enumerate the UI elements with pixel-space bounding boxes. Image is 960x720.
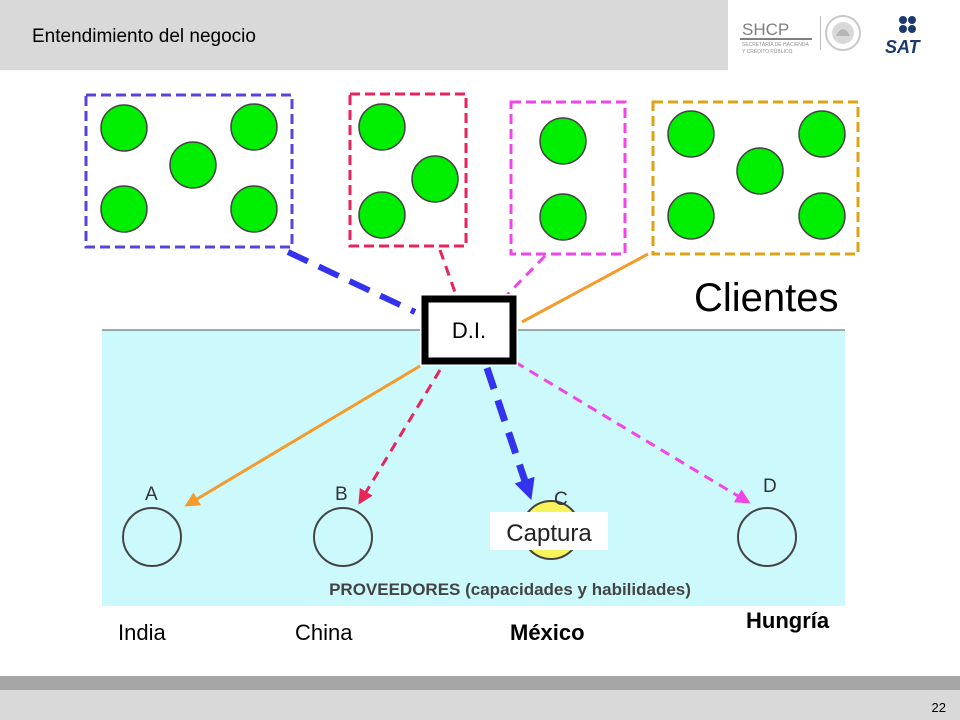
sat-logo-icon bbox=[899, 16, 916, 33]
arrow-to-b bbox=[358, 369, 442, 505]
connector-blue-group bbox=[286, 249, 417, 315]
clientes-label: Clientes bbox=[694, 276, 839, 320]
logo-divider bbox=[820, 16, 821, 50]
client-node bbox=[169, 141, 217, 189]
supplier-letter-a: A bbox=[145, 484, 158, 505]
hub-label: D.I. bbox=[452, 318, 486, 343]
sat-logo-text: SAT bbox=[885, 37, 922, 57]
arrow-to-c bbox=[483, 366, 535, 500]
shcp-line2: Y CRÉDITO PÚBLICO bbox=[742, 48, 792, 55]
footer-bar bbox=[0, 690, 960, 720]
page-number: 22 bbox=[931, 700, 946, 715]
client-node bbox=[667, 192, 715, 240]
capture-box bbox=[490, 512, 608, 550]
connector-gold-group bbox=[521, 252, 649, 324]
country-label-hungria: Hungría bbox=[746, 608, 830, 633]
client-node bbox=[358, 191, 406, 239]
supplier-letter-d: D bbox=[763, 476, 777, 497]
header-bar bbox=[0, 0, 728, 70]
client-node bbox=[667, 110, 715, 158]
supplier-letter-c: C bbox=[554, 489, 568, 510]
client-node bbox=[100, 104, 148, 152]
country-label-mexico: México bbox=[510, 620, 585, 645]
page-title: Entendimiento del negocio bbox=[32, 26, 256, 47]
country-label-china: China bbox=[295, 620, 353, 645]
client-nodes bbox=[100, 103, 846, 241]
connector-red-group bbox=[438, 249, 458, 296]
client-node bbox=[411, 155, 459, 203]
country-label-india: India bbox=[118, 620, 166, 645]
arrow-to-a bbox=[184, 364, 421, 507]
shcp-line1: SECRETARÍA DE HACIENDA bbox=[742, 41, 810, 48]
supplier-letter-b: B bbox=[335, 484, 348, 505]
capture-label: Captura bbox=[506, 520, 592, 547]
supplier-d-node bbox=[737, 507, 797, 567]
supplier-b-node bbox=[313, 507, 373, 567]
client-node bbox=[539, 193, 587, 241]
client-node bbox=[100, 185, 148, 233]
suppliers-area bbox=[102, 330, 845, 606]
client-node bbox=[539, 117, 587, 165]
logos-svg: SHCP SECRETARÍA DE HACIENDA Y CRÉDITO PÚ… bbox=[740, 15, 922, 57]
supplier-a-node bbox=[122, 507, 182, 567]
shcp-rule bbox=[740, 38, 812, 40]
hub-box bbox=[421, 295, 517, 365]
client-node bbox=[736, 147, 784, 195]
client-node bbox=[798, 110, 846, 158]
arrow-to-d bbox=[514, 360, 751, 504]
shcp-logo-text: SHCP bbox=[742, 20, 789, 39]
client-node bbox=[230, 185, 278, 233]
connector-magenta-group bbox=[505, 254, 547, 297]
suppliers-label: PROVEEDORES (capacidades y habilidades) bbox=[329, 580, 691, 599]
logo-area: SHCP SECRETARÍA DE HACIENDA Y CRÉDITO PÚ… bbox=[728, 0, 960, 70]
client-node bbox=[358, 103, 406, 151]
footer-bar-top bbox=[0, 676, 960, 690]
client-node bbox=[798, 192, 846, 240]
client-node bbox=[230, 103, 278, 151]
national-seal-icon bbox=[825, 15, 861, 51]
